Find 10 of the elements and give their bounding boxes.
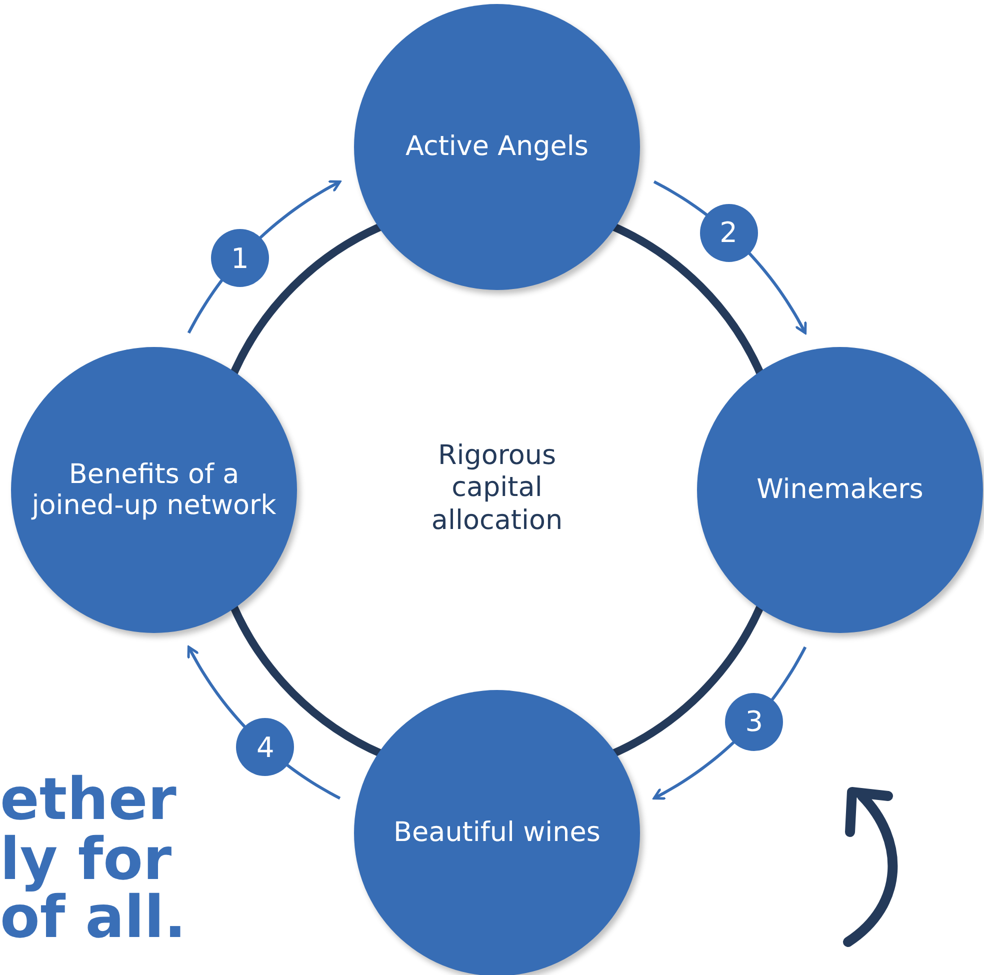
step-number: 2 bbox=[700, 204, 758, 262]
headline-text: ether bbox=[0, 770, 176, 828]
stage-label: Active Angels bbox=[405, 131, 588, 163]
step-number: 3 bbox=[725, 692, 784, 751]
step-number: 1 bbox=[210, 229, 269, 288]
stage-label: Winemakers bbox=[756, 474, 924, 506]
center-label: Rigorous capital allocation bbox=[430, 440, 564, 538]
stage-label: Beautiful wines bbox=[394, 817, 600, 849]
stage-label: Benefits of a joined-up network bbox=[30, 458, 278, 522]
step-number: 4 bbox=[236, 718, 294, 776]
